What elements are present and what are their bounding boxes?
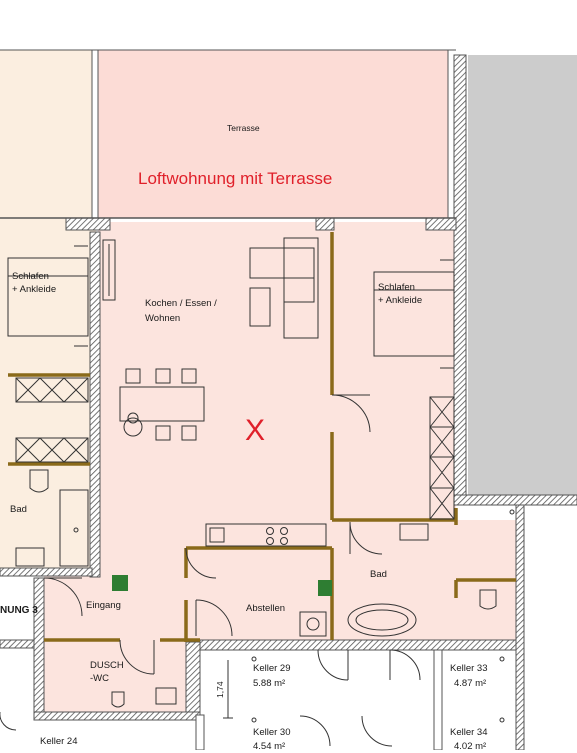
bedroom-left-label-line1: Schlafen <box>12 271 49 282</box>
dimension-label: 1,74 <box>215 681 225 698</box>
unit-label: NUNG 3 <box>0 605 38 616</box>
bathroom-left-label: Bad <box>10 504 27 515</box>
shower-wc-label-line1: DUSCH <box>90 660 124 671</box>
shafts <box>112 575 332 596</box>
neighbor-unit-area <box>0 50 96 570</box>
terrace-label: Terrasse <box>227 123 260 133</box>
stairs-area <box>522 505 577 750</box>
keller-29-area: 5.88 m² <box>253 678 286 689</box>
bedroom-right-label-line1: Schlafen <box>378 282 415 293</box>
keller-24-name: Keller 24 <box>40 736 78 747</box>
living-room-label-line1: Kochen / Essen / <box>145 298 217 309</box>
keller-29-name: Keller 29 <box>253 663 291 674</box>
location-marker: X <box>245 414 266 447</box>
storage-label: Abstellen <box>246 603 286 614</box>
shower-wc-label-line2: -WC <box>90 673 109 684</box>
entrance-area <box>44 575 192 713</box>
keller-33-name: Keller 33 <box>450 663 488 674</box>
bad-right-area <box>334 520 518 646</box>
terrace-area <box>98 50 448 218</box>
keller-34-name: Keller 34 <box>450 727 488 738</box>
gray-neighbor-area <box>468 55 577 495</box>
doors <box>0 394 421 747</box>
keller-30-area: 4.54 m² <box>253 741 286 752</box>
keller-dots <box>73 509 515 723</box>
keller-34-area: 4.02 m² <box>454 741 487 752</box>
bedroom-left-label-line2: + Ankleide <box>12 284 57 295</box>
entrance-label: Eingang <box>86 600 121 611</box>
furniture <box>7 237 497 719</box>
fills <box>0 50 577 750</box>
headline-label: Loftwohnung mit Terrasse <box>138 169 333 188</box>
keller-33-area: 4.87 m² <box>454 678 487 689</box>
partitions <box>8 232 516 642</box>
bathroom-right-label: Bad <box>370 569 387 580</box>
keller-30-name: Keller 30 <box>253 727 291 738</box>
bedroom-right-label-line2: + Ankleide <box>378 295 423 306</box>
living-room-label-line2: Wohnen <box>145 313 181 324</box>
